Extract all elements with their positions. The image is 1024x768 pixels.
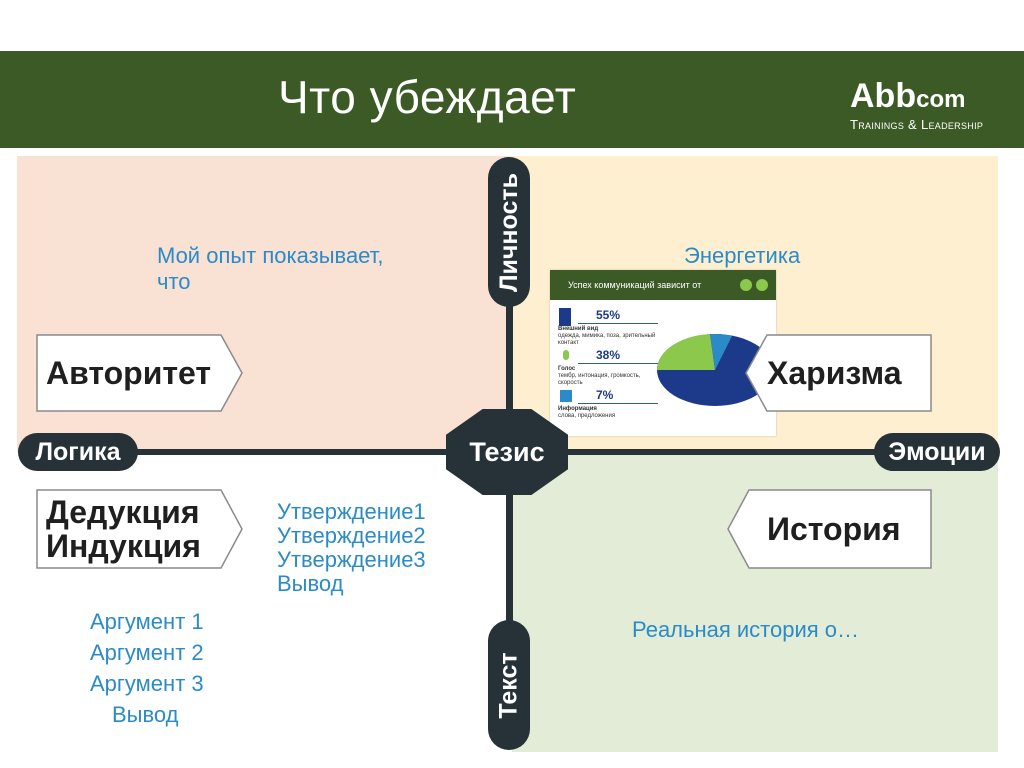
text-pill: Текст [488,620,530,750]
row-appearance-title: Внешний вид [558,326,599,332]
authority-arrow-label: Авторитет [36,334,244,412]
microphone-icon [563,350,569,360]
rule-information [578,403,658,404]
infographic-header: Успех коммуникаций зависит от [550,270,776,300]
person-icon [559,308,571,326]
communication-infographic: Успех коммуникаций зависит от 55% Внешни… [550,270,776,436]
left-arrow-shape [745,334,932,412]
slide-title: Что убеждает [278,71,577,123]
charisma-arrow-label: Харизма [745,334,932,412]
argument-item: Аргумент 1 [90,609,204,634]
text-label: Текст [494,651,523,719]
deduction-arrow-label: Дедукция Индукция [36,489,244,569]
personality-label: Личность [494,172,523,292]
logo-main-small-text: com [916,86,966,113]
deduction-induction-label: Дедукция Индукция [46,495,201,563]
emotions-pill: Эмоции [874,433,1000,471]
deduction-label: Дедукция [46,494,200,530]
rule-appearance [578,323,658,324]
pct-information: 7% [596,388,614,402]
logic-pill: Логика [18,433,138,471]
document-icon [560,390,572,402]
argument-item: Аргумент 3 [90,671,204,696]
experience-note-line1: Мой опыт показывает, [157,243,384,268]
personality-pill: Личность [488,157,530,307]
row-voice: Голос тембр, интонация, громкость, скоро… [558,366,658,387]
abbcom-logo: Abbcom [850,78,965,118]
logo-main-text: Abb [850,77,917,115]
infographic-logo-dot [756,279,768,291]
statement-conclusion: Вывод [277,571,344,596]
induction-label: Индукция [46,528,201,564]
statements-list: Утверждение1 Утверждение2 Утверждение3 В… [277,500,426,596]
pct-voice: 38% [596,348,621,362]
slide-header [0,51,1024,148]
statement-item: Утверждение3 [277,547,426,572]
infographic-logo-dot [740,279,752,291]
row-information-desc: слова, предложения [558,413,616,419]
story-arrow-label: История [727,489,932,569]
story-label: История [767,511,901,547]
row-voice-desc: тембр, интонация, громкость, скорость [558,373,641,386]
energy-note: Энергетика [684,243,801,268]
pct-appearance: 55% [596,308,621,322]
argument-conclusion: Вывод [112,702,179,727]
pie-slice-voice [656,334,715,370]
row-information: Информация слова, предложения [558,406,658,420]
row-appearance: Внешний вид одежда, мимика, поза, зрител… [558,326,658,347]
row-voice-title: Голос [558,366,576,372]
right-arrow-shape [36,489,243,569]
logo-tagline: Trainings & Leadership [850,117,984,132]
right-arrow-shape [36,334,243,412]
experience-note-line2: что [157,269,191,294]
statement-item: Утверждение1 [277,499,426,524]
arguments-list: Аргумент 1 Аргумент 2 Аргумент 3 Вывод [90,606,204,730]
infographic-graphics [559,279,773,406]
left-arrow-shape [727,489,932,569]
row-appearance-desc: одежда, мимика, поза, зрительный контакт [558,333,656,346]
rule-voice [578,363,658,364]
experience-note: Мой опыт показывает, что [157,243,383,295]
argument-item: Аргумент 2 [90,640,204,665]
authority-label: Авторитет [46,355,212,391]
thesis-octagon: Тезис [446,409,568,495]
charisma-label: Харизма [767,355,902,391]
statement-item: Утверждение2 [277,523,426,548]
row-information-title: Информация [558,406,597,412]
real-story-note: Реальная история о… [632,617,860,642]
pie-slice-information [710,333,732,370]
